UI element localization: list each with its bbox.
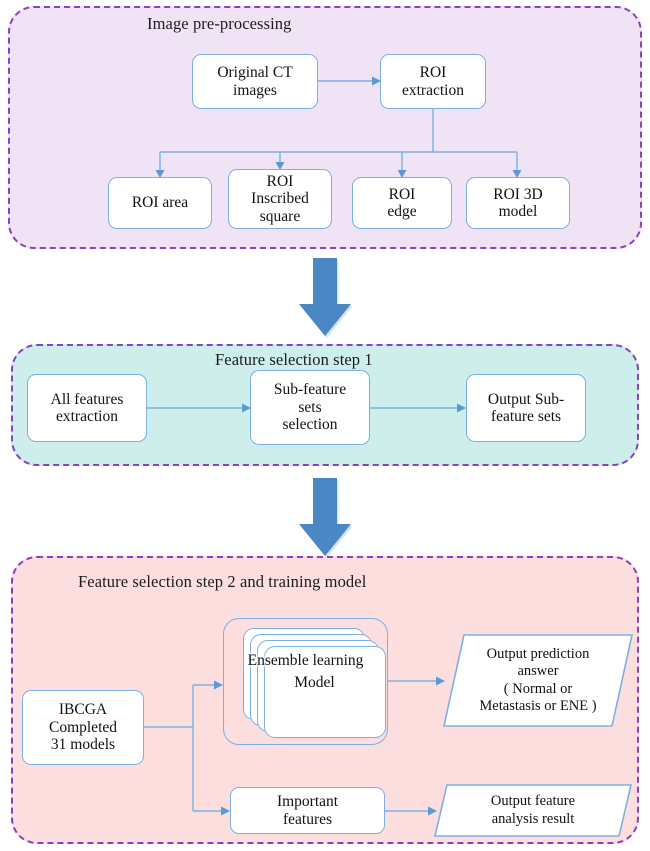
node-prediction-line1: Output prediction	[486, 645, 590, 662]
node-original-ct-line1: Original CT	[217, 64, 293, 82]
node-prediction-line2: answer	[517, 663, 559, 680]
stage-title-image-preprocessing: Image pre-processing	[147, 14, 292, 33]
node-roi-extraction-line1: ROI	[419, 64, 447, 82]
node-ibcga-line1: IBCGA	[58, 701, 108, 719]
node-output-sub-line1: Output Sub-	[487, 390, 565, 408]
node-ensemble-line2: Model	[294, 674, 335, 692]
node-prediction-line4: Metastasis or ENE )	[479, 697, 597, 714]
node-ensemble-learning-model-container[interactable]	[223, 618, 388, 745]
node-roi-edge[interactable]: ROI edge	[352, 177, 452, 229]
node-feature-analysis-line2: analysis result	[491, 810, 575, 827]
node-important-features[interactable]: Important features	[230, 787, 385, 834]
node-feature-analysis-line1: Output feature	[490, 793, 576, 810]
node-ensemble-line1: Ensemble learning	[247, 652, 364, 669]
node-roi-edge-line2: edge	[387, 203, 417, 220]
node-roi-3d-line2: model	[498, 203, 538, 220]
stage-title-feature-selection-step-2: Feature selection step 2 and training mo…	[78, 572, 367, 591]
node-roi-area[interactable]: ROI area	[108, 177, 212, 229]
node-output-prediction-answer[interactable]: Output prediction answer ( Normal or Met…	[442, 633, 634, 728]
node-original-ct-images[interactable]: Original CT images	[192, 54, 318, 109]
node-ibcga-line3: 31 models	[50, 736, 116, 754]
node-roi-edge-line1: ROI	[388, 185, 416, 203]
ensemble-stack-card-4	[264, 646, 386, 738]
node-roi-inscribed-line1: ROI	[266, 172, 294, 190]
node-sub-feature-sets-selection[interactable]: Sub-feature sets selection	[250, 370, 370, 445]
node-subfeature-sel-line1: Sub-feature	[273, 381, 347, 399]
node-roi-inscribed-line3: square	[259, 207, 301, 225]
node-subfeature-sel-line3: selection	[282, 416, 338, 434]
node-roi-extraction-line2: extraction	[402, 81, 464, 99]
down-block-arrow-icon-2	[297, 478, 353, 563]
node-important-features-line2: features	[282, 810, 333, 828]
node-important-features-line1: Important	[276, 793, 339, 811]
node-all-features-extraction[interactable]: All features extraction	[27, 374, 147, 442]
node-roi-area-line1: ROI area	[131, 194, 189, 212]
node-output-sub-feature-sets[interactable]: Output Sub- feature sets	[466, 374, 586, 442]
node-subfeature-sel-line2: sets	[298, 398, 322, 416]
node-all-features-line2: extraction	[56, 408, 118, 425]
node-all-features-line1: All features	[50, 390, 124, 408]
node-output-sub-line2: feature sets	[490, 408, 562, 425]
down-block-arrow-icon-1	[297, 258, 353, 343]
node-prediction-line3: ( Normal or	[503, 680, 573, 697]
node-ibcga-line2: Completed	[48, 718, 118, 736]
stage-title-feature-selection-step-1: Feature selection step 1	[215, 350, 373, 369]
node-roi-3d-line1: ROI 3D	[493, 185, 543, 203]
node-original-ct-line2: images	[233, 81, 277, 99]
node-output-feature-analysis-result[interactable]: Output feature analysis result	[433, 783, 633, 838]
node-roi-inscribed-line2: Inscribed	[251, 190, 309, 208]
node-roi-inscribed-square[interactable]: ROI Inscribed square	[228, 169, 332, 229]
node-ensemble-learning-model-label: Ensemble learning Model	[223, 650, 388, 695]
node-ibcga-completed-31-models[interactable]: IBCGA Completed 31 models	[22, 690, 144, 765]
node-roi-extraction[interactable]: ROI extraction	[380, 54, 486, 109]
node-roi-3d-model[interactable]: ROI 3D model	[466, 177, 570, 229]
